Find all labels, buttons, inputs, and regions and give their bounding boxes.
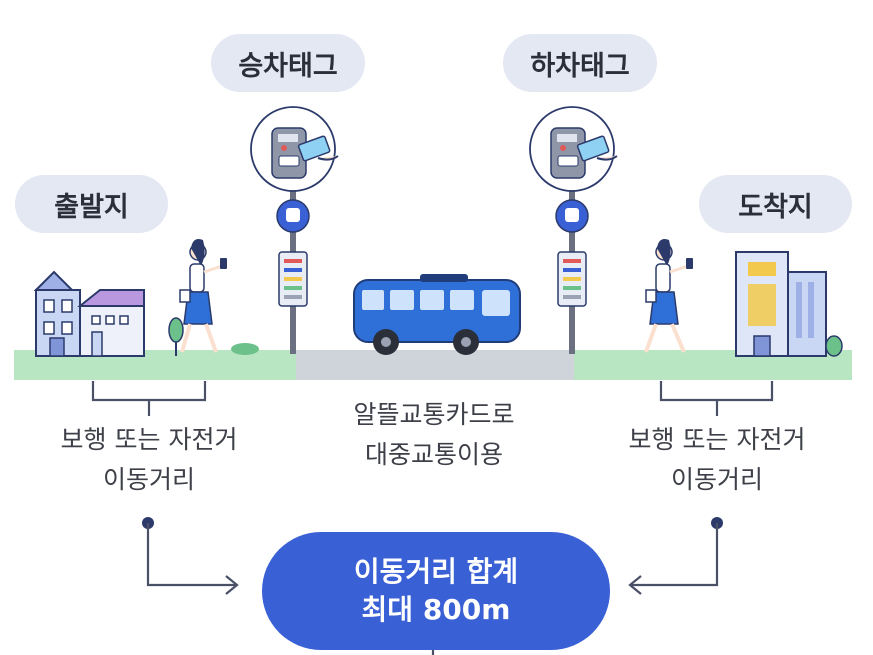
walk-caption-right-line1: 보행 또는 자전거 [628,425,806,454]
walk-caption-left-line2: 이동거리 [102,465,195,494]
transit-caption: 알뜰교통카드로 대중교통이용 [300,395,568,475]
boarding-tag-label: 승차태그 [211,34,365,92]
total-distance-title: 이동거리 합계 [353,555,519,588]
walk-caption-left-line1: 보행 또는 자전거 [60,425,238,454]
building-icon [735,251,827,357]
arrow-right [628,517,723,595]
total-distance-value: 최대 800m [361,593,511,626]
tree-icon [168,317,259,356]
bus-icon [353,274,521,355]
bus-stop-left [276,186,310,354]
tree-icon [825,335,843,357]
walk-caption-left: 보행 또는 자전거 이동거리 [18,420,280,500]
transit-caption-line1: 알뜰교통카드로 [353,400,515,429]
house-icon [33,270,145,357]
bus-stop-right [555,186,589,354]
destination-label: 도착지 [699,175,852,233]
walk-caption-right: 보행 또는 자전거 이동거리 [586,420,848,500]
person-walking-icon [179,239,227,353]
bracket-left [91,381,207,402]
card-reader-icon [250,106,339,192]
arrow-left [142,517,239,595]
total-distance-badge: 이동거리 합계 최대 800m [262,532,610,650]
alighting-tag-label: 하차태그 [503,34,657,92]
transit-caption-line2: 대중교통이용 [364,440,503,469]
card-reader-icon [529,106,618,192]
road [296,350,574,380]
walk-caption-right-line2: 이동거리 [670,465,763,494]
person-walking-icon [644,239,693,353]
origin-label: 출발지 [15,175,168,233]
bracket-right [659,381,774,402]
